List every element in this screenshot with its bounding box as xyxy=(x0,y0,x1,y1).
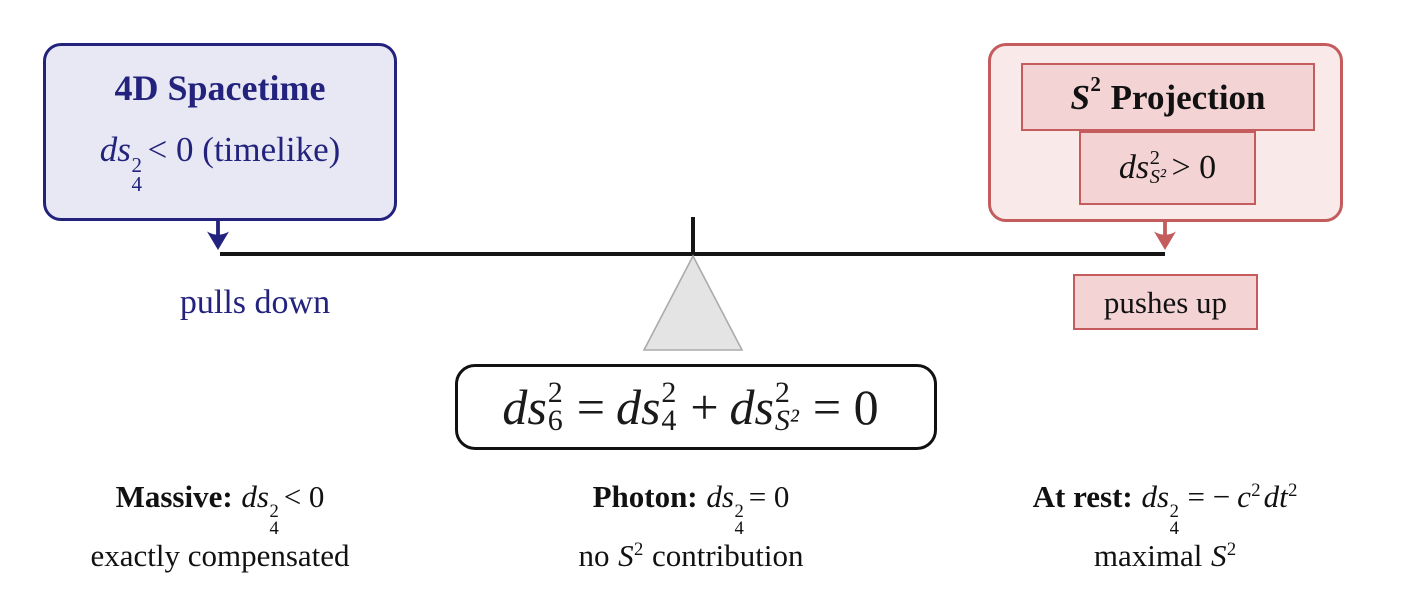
red-down-arrow-icon xyxy=(1154,220,1176,250)
pulls-down-label: pulls down xyxy=(179,284,331,321)
pushes-up-label: pushes up xyxy=(1073,274,1258,330)
balance-beam xyxy=(220,252,1165,256)
beam-pivot-post xyxy=(691,217,695,254)
case-massive-line2: exactly compensated xyxy=(90,537,350,573)
spacetime-box-title: 4D Spacetime xyxy=(114,67,326,108)
fulcrum-triangle xyxy=(642,254,744,351)
navy-down-arrow-icon xyxy=(207,220,229,250)
